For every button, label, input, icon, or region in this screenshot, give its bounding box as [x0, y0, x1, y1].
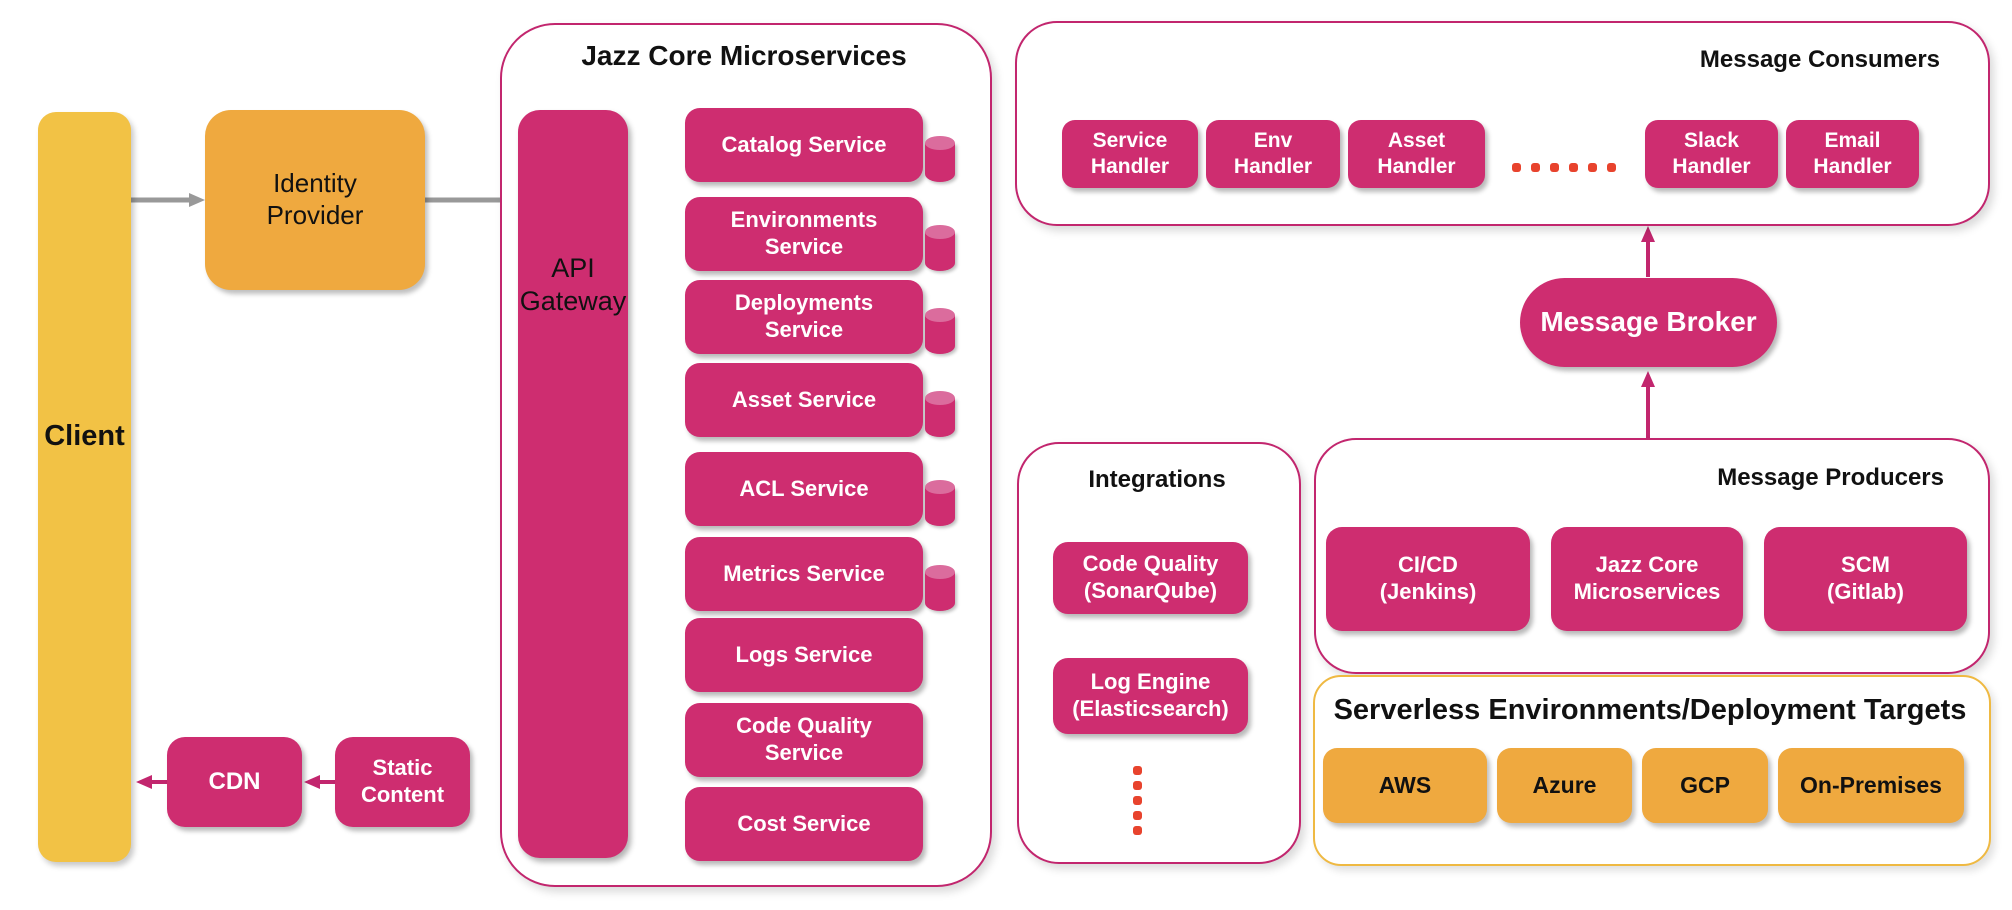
service-box-catalog: Catalog Service — [685, 108, 923, 182]
integration-box-code-quality: Code Quality (SonarQube) — [1053, 542, 1248, 614]
client-label: Client — [44, 420, 125, 453]
service-box-cost: Cost Service — [685, 787, 923, 861]
identity-provider-label: Identity Provider — [266, 168, 364, 230]
database-icon — [925, 225, 955, 271]
message-broker-node: Message Broker — [1520, 278, 1777, 367]
message-consumers-title: Message Consumers — [1699, 46, 1940, 73]
cdn-node: CDN — [167, 737, 302, 827]
serverless-environments-title: Serverless Environments/Deployment Targe… — [1333, 694, 1967, 726]
handler-box-env: Env Handler — [1206, 120, 1340, 188]
ellipsis-dots-horizontal — [1512, 163, 1616, 172]
service-box-code-quality: Code Quality Service — [685, 703, 923, 777]
database-icon — [925, 136, 955, 182]
handler-box-service: Service Handler — [1062, 120, 1198, 188]
client-node: Client — [38, 112, 131, 862]
producer-box-cicd: CI/CD (Jenkins) — [1326, 527, 1530, 631]
handler-box-email: Email Handler — [1786, 120, 1919, 188]
api-gateway-label: API Gateway — [519, 253, 627, 316]
service-box-logs: Logs Service — [685, 618, 923, 692]
service-box-metrics: Metrics Service — [685, 537, 923, 611]
static-content-node: Static Content — [335, 737, 470, 827]
ellipsis-dots-vertical — [1133, 766, 1142, 835]
target-box-gcp: GCP — [1642, 748, 1768, 823]
target-box-aws: AWS — [1323, 748, 1487, 823]
database-icon — [925, 565, 955, 611]
api-gateway-node: API Gateway — [518, 110, 628, 858]
producer-box-jazz-core: Jazz Core Microservices — [1551, 527, 1743, 631]
target-box-azure: Azure — [1497, 748, 1632, 823]
service-box-acl: ACL Service — [685, 452, 923, 526]
service-box-asset: Asset Service — [685, 363, 923, 437]
database-icon — [925, 480, 955, 526]
handler-box-slack: Slack Handler — [1645, 120, 1778, 188]
producer-box-scm: SCM (Gitlab) — [1764, 527, 1967, 631]
jazz-core-title: Jazz Core Microservices — [581, 40, 907, 71]
identity-provider-node: Identity Provider — [205, 110, 425, 290]
integrations-title: Integrations — [1088, 466, 1226, 493]
service-box-deployments: Deployments Service — [685, 280, 923, 354]
handler-box-asset: Asset Handler — [1348, 120, 1485, 188]
integration-box-log-engine: Log Engine (Elasticsearch) — [1053, 658, 1248, 734]
message-broker-label: Message Broker — [1540, 306, 1757, 338]
target-box-on-premises: On-Premises — [1778, 748, 1964, 823]
service-box-environments: Environments Service — [685, 197, 923, 271]
integrations-container — [1017, 442, 1301, 864]
cdn-label: CDN — [208, 768, 261, 796]
database-icon — [925, 391, 955, 437]
message-producers-title: Message Producers — [1717, 464, 1944, 491]
database-icon — [925, 308, 955, 354]
static-content-label: Static Content — [360, 755, 445, 807]
